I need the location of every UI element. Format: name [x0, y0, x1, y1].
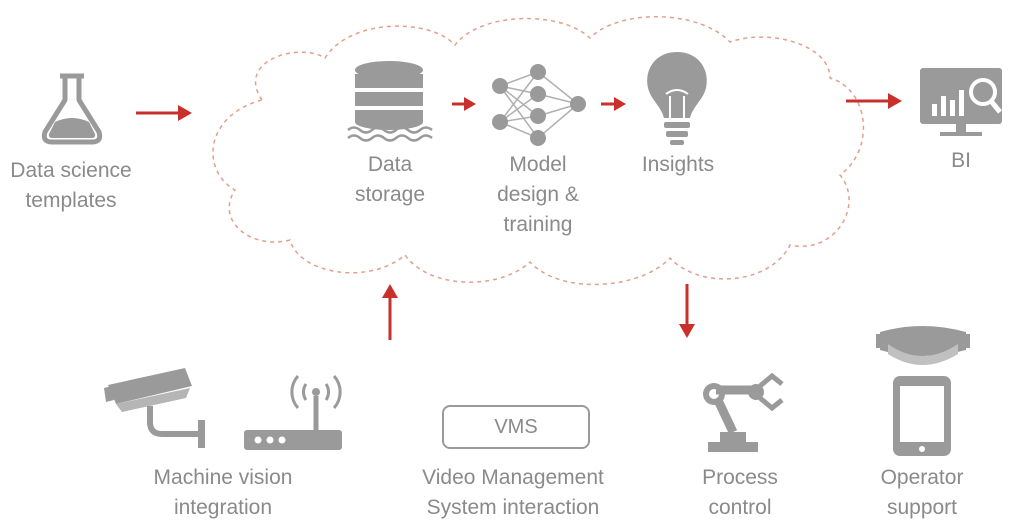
- cloud-outline: [212, 15, 865, 286]
- label-insights: Insights: [641, 153, 715, 176]
- security-camera-icon: [104, 368, 205, 448]
- label-bi: BI: [951, 149, 971, 172]
- vms-box-label: VMS: [494, 415, 538, 438]
- lightbulb-icon: [647, 52, 707, 145]
- vr-headset-icon: [876, 326, 970, 365]
- vms-box: VMS: [442, 405, 590, 449]
- label-process-control: Process control: [702, 466, 778, 519]
- arrow-vision-up-to-cloud: [382, 284, 398, 340]
- label-data-science-templates: Data science templates: [10, 159, 132, 212]
- label-model-design-training: Model design & training: [497, 153, 579, 236]
- label-operator-support: Operator support: [880, 466, 964, 519]
- label-data-storage: Data storage: [354, 153, 426, 206]
- flask-icon: [41, 73, 103, 145]
- arrow-cloud-down-to-process: [679, 284, 695, 338]
- neural-network-icon: [492, 64, 586, 146]
- database-icon: [347, 61, 433, 142]
- arrow-cloud-to-bi: [846, 93, 902, 109]
- router-icon: [244, 375, 342, 450]
- monitor-chart-icon: [920, 68, 1002, 136]
- arrow-storage-to-model: [452, 97, 476, 111]
- label-machine-vision-integration: Machine vision integration: [153, 466, 293, 519]
- arrow-model-to-insights: [601, 97, 626, 111]
- arrow-templates-to-cloud: [136, 105, 192, 121]
- robot-arm-icon: [703, 372, 784, 452]
- tablet-icon: [893, 376, 951, 456]
- label-video-management-system: Video Management System interaction: [422, 466, 604, 519]
